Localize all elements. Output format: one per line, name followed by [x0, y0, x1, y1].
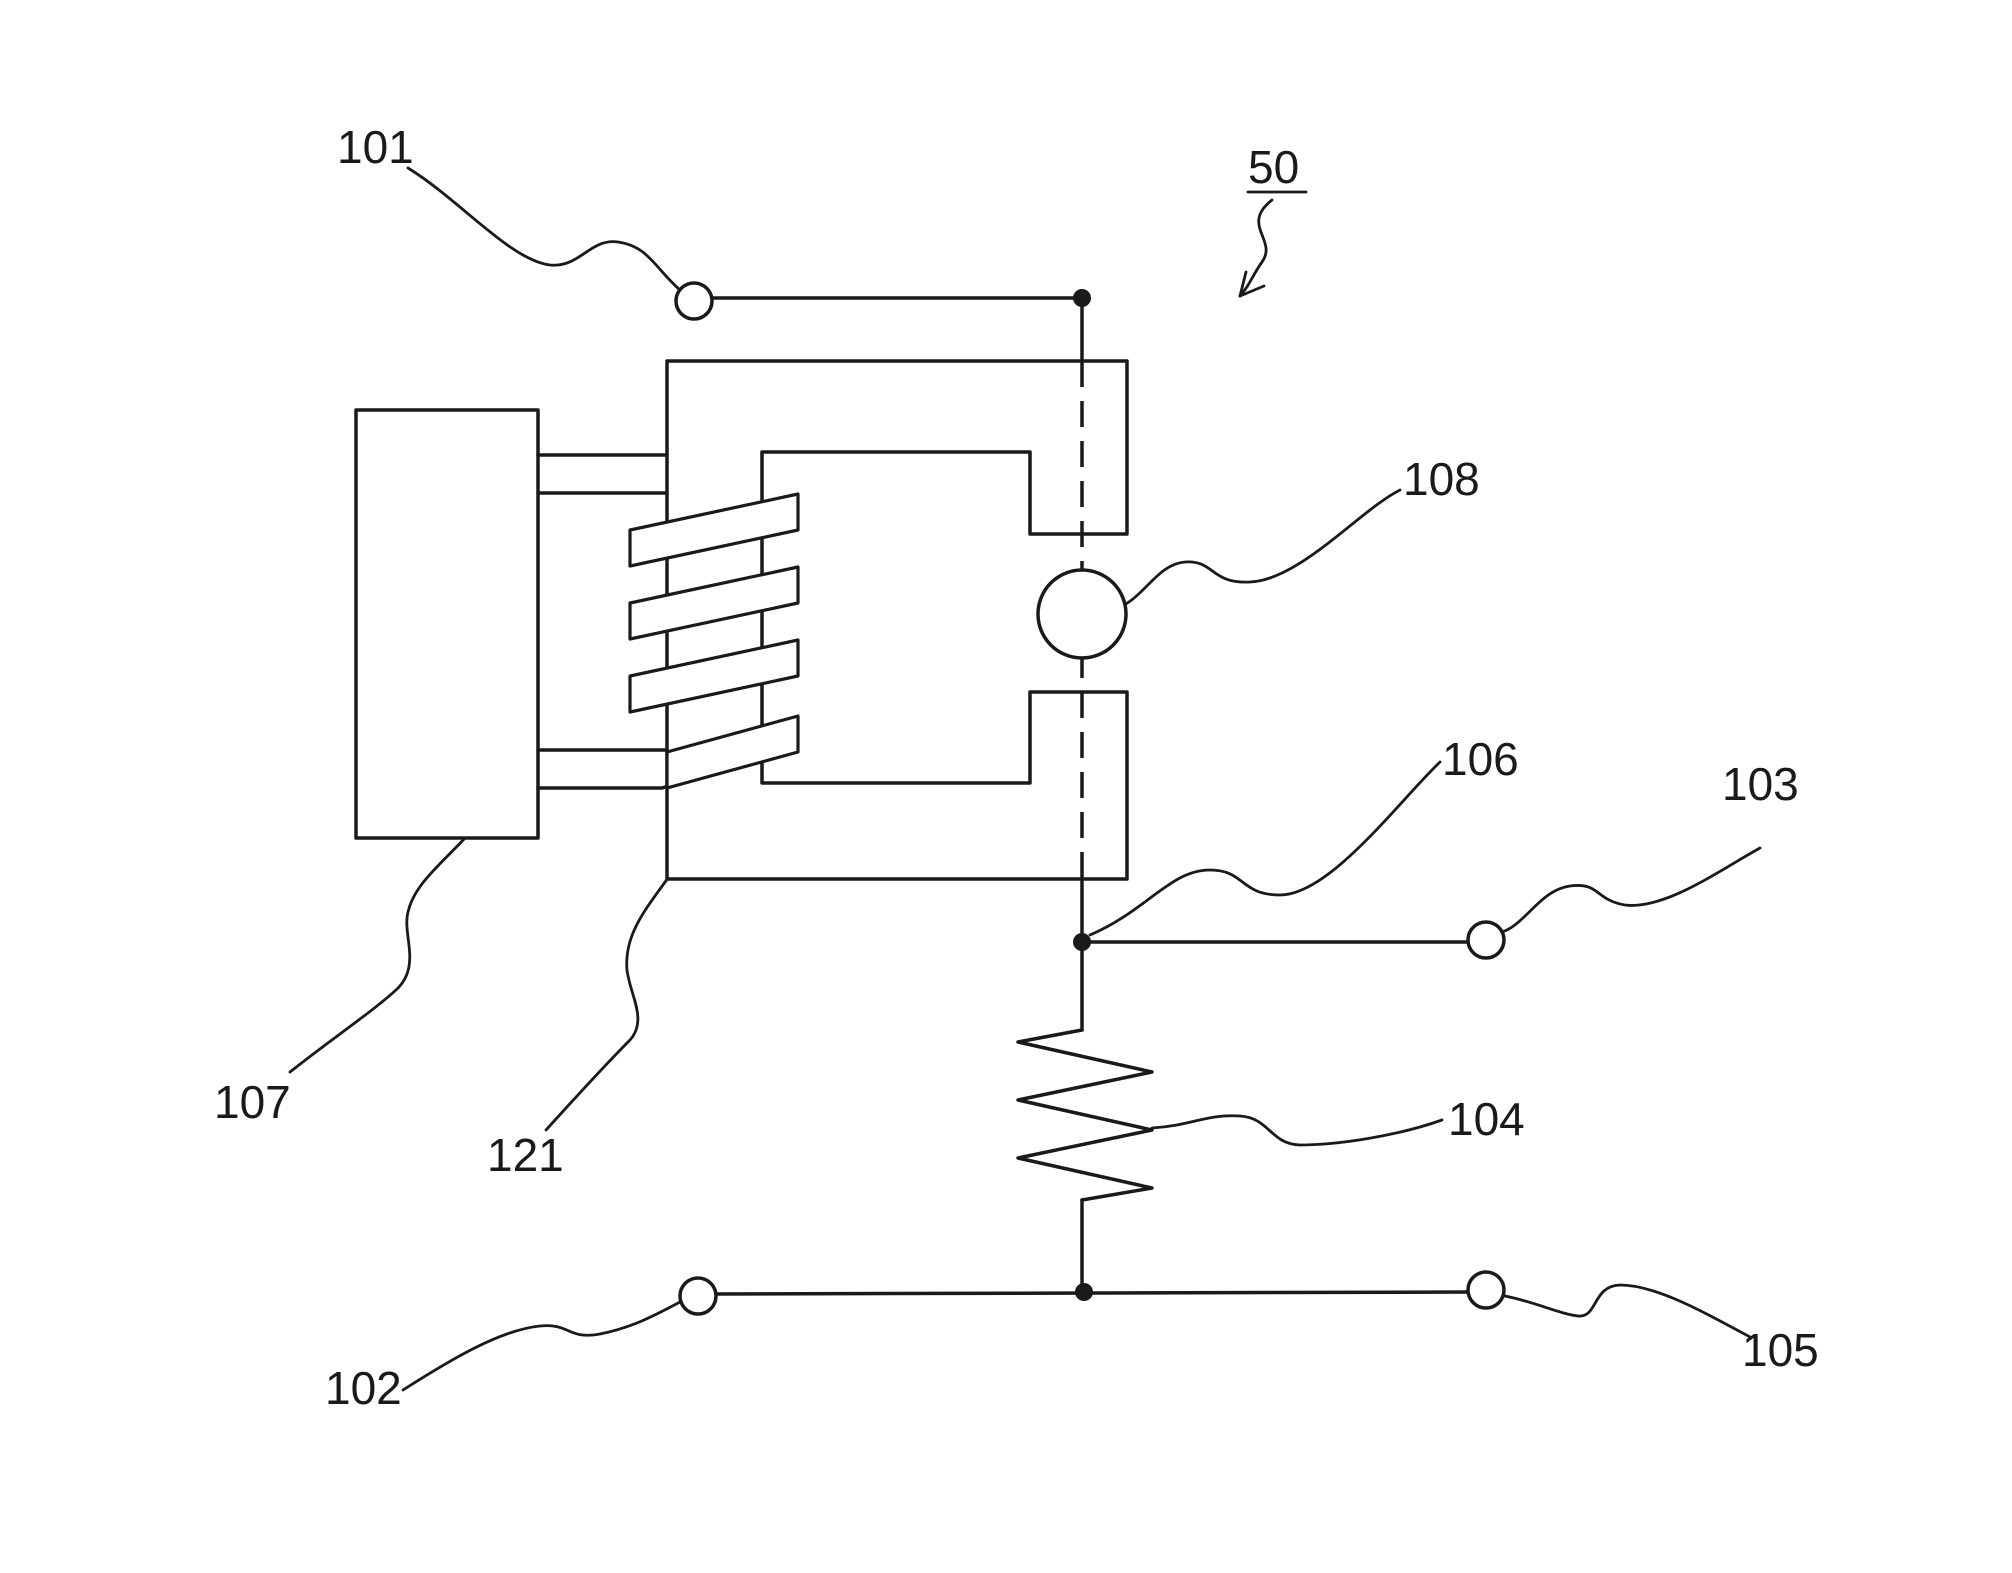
terminal-103	[1468, 922, 1504, 958]
junction-node-top	[1073, 289, 1091, 307]
junction-node-106	[1073, 933, 1091, 951]
resistor-104	[1018, 1030, 1152, 1200]
terminal-105	[1468, 1272, 1504, 1308]
label-107: 107	[214, 1076, 291, 1128]
coil-windings	[630, 494, 798, 788]
terminal-102	[680, 1278, 716, 1314]
label-102: 102	[325, 1362, 402, 1414]
label-104: 104	[1448, 1093, 1525, 1145]
leader-lines	[290, 168, 1760, 1390]
terminal-101	[676, 283, 712, 319]
junction-node-bottom	[1075, 1283, 1093, 1301]
label-121: 121	[487, 1129, 564, 1181]
circuit-wires	[713, 298, 1472, 1294]
label-105: 105	[1742, 1324, 1819, 1376]
label-103: 103	[1722, 758, 1799, 810]
label-106: 106	[1442, 733, 1519, 785]
reference-50: 50	[1240, 141, 1306, 296]
label-101: 101	[337, 121, 414, 173]
control-unit-107	[356, 410, 538, 838]
label-50: 50	[1248, 141, 1299, 193]
element-108	[1038, 570, 1126, 658]
label-108: 108	[1403, 453, 1480, 505]
